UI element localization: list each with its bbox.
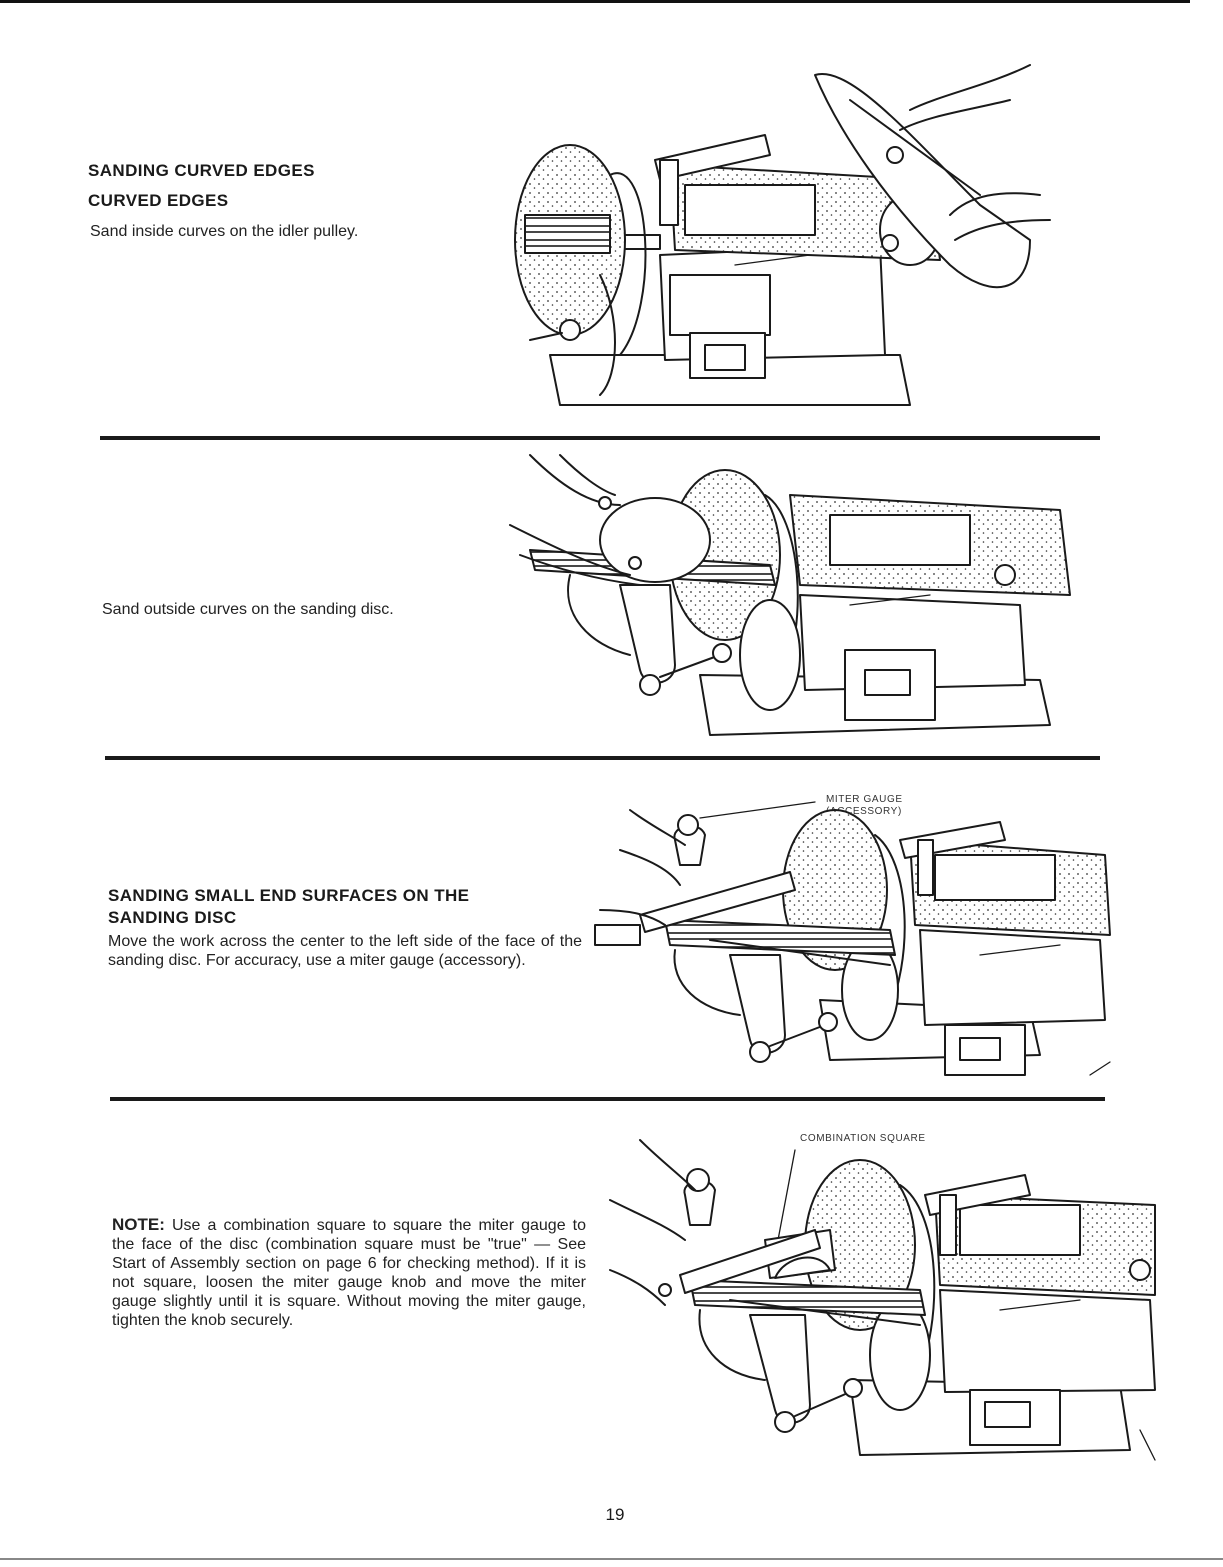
section-heading: SANDING SMALL END SURFACES ON THE bbox=[108, 886, 470, 905]
miter-gauge-with-workpiece bbox=[594, 809, 796, 946]
hands-with-workpiece bbox=[814, 64, 1051, 289]
belt-housing bbox=[899, 821, 1111, 956]
section-heading: SANDING CURVED EDGES bbox=[88, 161, 315, 180]
page-number: 19 bbox=[605, 1505, 625, 1524]
sanding-disc bbox=[782, 809, 906, 1041]
callout-label-line: MITER GAUGE bbox=[826, 794, 903, 805]
section-subheading: SANDING DISC bbox=[108, 908, 237, 927]
illustration-idler-pulley-sanding bbox=[514, 64, 1051, 406]
edge-line bbox=[1139, 1429, 1156, 1461]
sanding-table bbox=[689, 1279, 926, 1433]
instruction-text: Move the work across the center to the l… bbox=[108, 933, 582, 969]
bottom-rule bbox=[0, 1558, 1223, 1560]
instruction-text: Sand inside curves on the idler pulley. bbox=[90, 223, 359, 240]
belt-housing bbox=[924, 1174, 1156, 1311]
section-divider bbox=[100, 436, 1100, 440]
sanding-table bbox=[664, 919, 896, 1063]
illustration-combination-square bbox=[609, 1139, 1156, 1461]
section-divider bbox=[110, 1097, 1105, 1101]
callout-leader-line bbox=[699, 801, 816, 819]
illustration-miter-gauge-end-sanding bbox=[594, 801, 1111, 1076]
miter-gauge-with-hands bbox=[609, 1139, 821, 1306]
callout-label-line: (ACCESSORY) bbox=[826, 806, 902, 817]
callout-leader-line bbox=[777, 1149, 796, 1241]
belt-housing bbox=[619, 164, 941, 266]
edge-line bbox=[1089, 1061, 1111, 1076]
section-divider bbox=[105, 756, 1100, 760]
note-text: NOTE: Use a combination square to square… bbox=[112, 1215, 586, 1330]
hands-with-round-workpiece bbox=[509, 454, 711, 586]
sanding-disc bbox=[669, 469, 801, 711]
belt-housing bbox=[789, 494, 1071, 606]
fence bbox=[654, 134, 771, 226]
callout-label: COMBINATION SQUARE bbox=[800, 1133, 926, 1144]
callout-label: MITER GAUGE (ACCESSORY) bbox=[826, 794, 903, 818]
top-rule bbox=[0, 0, 1190, 3]
sanding-disc bbox=[514, 144, 647, 396]
machine-base bbox=[549, 244, 911, 406]
instruction-text: Sand outside curves on the sanding disc. bbox=[102, 601, 394, 618]
note-body: Use a combination square to square the m… bbox=[112, 1217, 587, 1329]
note-label: NOTE: bbox=[112, 1215, 165, 1234]
machine-base bbox=[849, 1289, 1156, 1456]
illustration-disc-outside-curves bbox=[509, 454, 1071, 736]
section-subheading: CURVED EDGES bbox=[88, 191, 229, 210]
